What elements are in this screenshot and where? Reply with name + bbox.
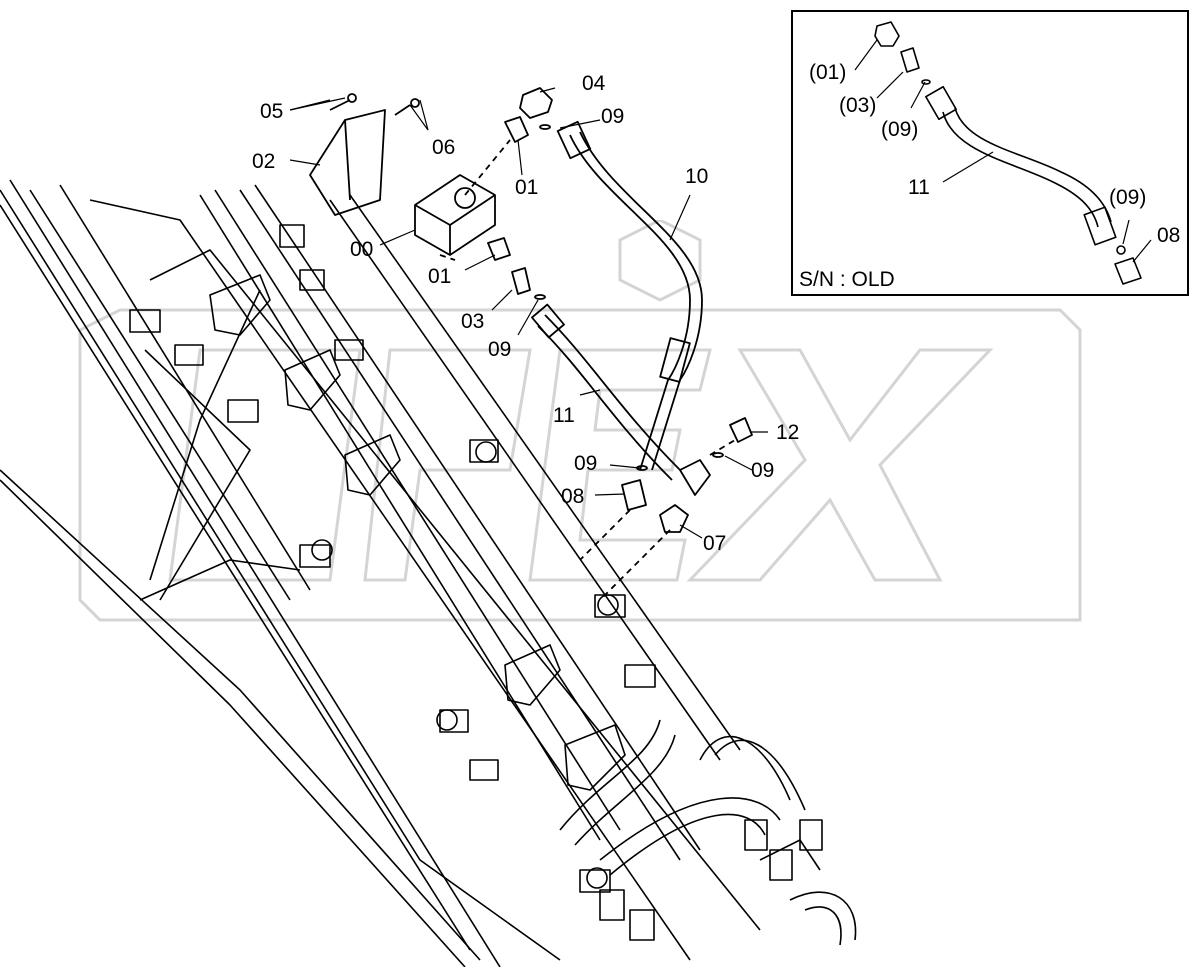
inset-label-01: (01) [809, 61, 847, 84]
label-part-11: 11 [553, 404, 575, 427]
inset-label-08: 08 [1157, 224, 1181, 247]
label-part-02: 02 [252, 150, 276, 173]
label-part-09-left: 09 [574, 452, 598, 475]
label-part-00: 00 [350, 238, 374, 261]
inset-label-11: 11 [908, 176, 930, 199]
label-part-05: 05 [260, 100, 284, 123]
watermark-text: OPEX [576, 542, 604, 553]
inset-label-09-bottom: (09) [1109, 186, 1147, 209]
label-part-01-lower: 01 [428, 265, 452, 288]
label-part-09-mid: 09 [488, 338, 512, 361]
inset-label-03: (03) [839, 94, 877, 117]
opex-watermark: OPEX [78, 220, 1082, 622]
label-part-03: 03 [461, 310, 485, 333]
label-part-04: 04 [582, 72, 606, 95]
label-part-08: 08 [561, 485, 585, 508]
label-part-01-top: 01 [515, 176, 539, 199]
label-part-09-right: 09 [751, 459, 775, 482]
label-part-12: 12 [776, 421, 800, 444]
inset-drawing [854, 21, 1152, 285]
inset-caption: S/N : OLD [799, 268, 895, 291]
inset-label-09-top: (09) [881, 118, 919, 141]
label-part-09-top: 09 [601, 105, 625, 128]
label-part-06: 06 [432, 136, 456, 159]
label-part-07: 07 [703, 532, 727, 555]
old-serial-inset: (01) (03) (09) 11 (09) 08 S/N : OLD [791, 10, 1189, 296]
label-part-10: 10 [685, 165, 709, 188]
